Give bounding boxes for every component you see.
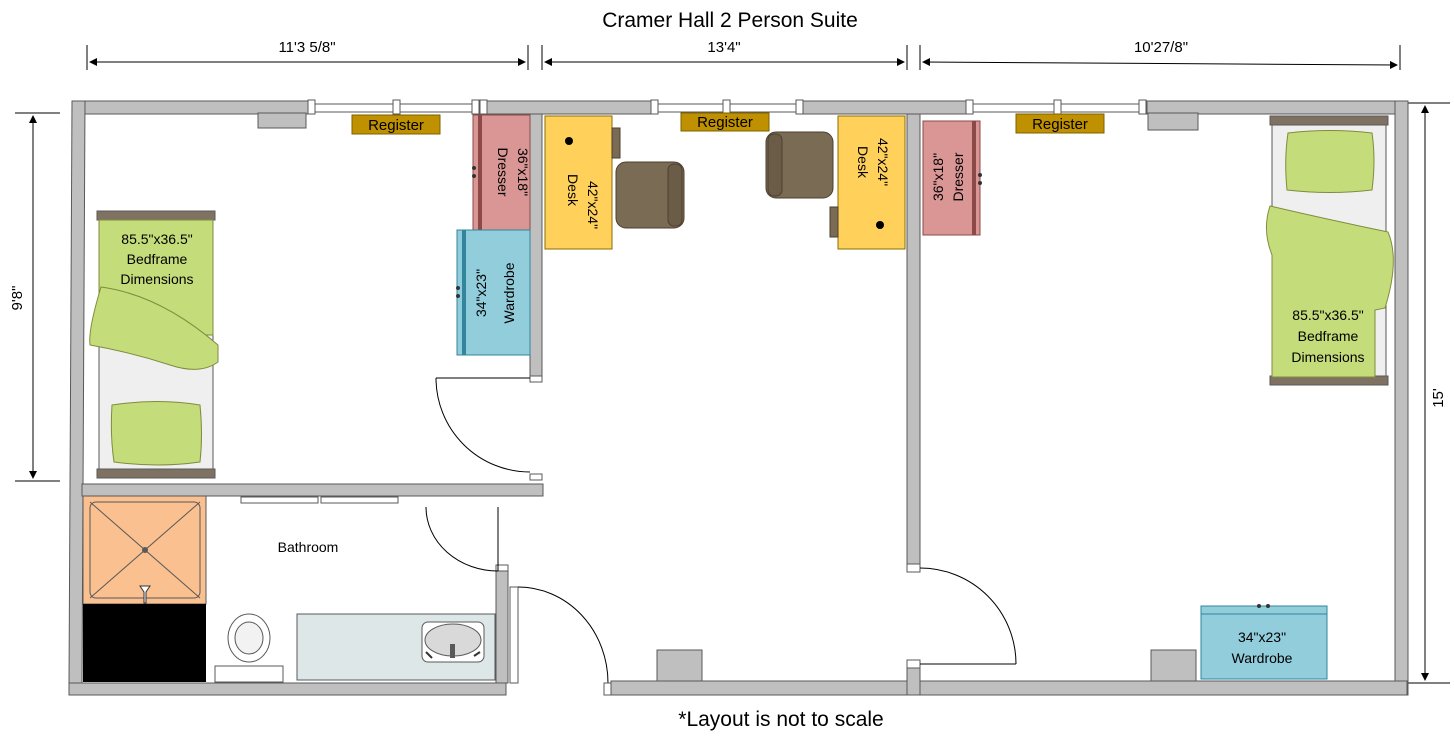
bathroom-label: Bathroom: [278, 539, 339, 555]
bed-left: 85.5"x36.5" Bedframe Dimensions: [89, 210, 219, 479]
wardrobe-left: 34"x23" Wardrobe: [456, 229, 531, 356]
dimension-top-left: [86, 45, 529, 70]
svg-text:Wardrobe: Wardrobe: [501, 262, 517, 323]
svg-text:36"x18": 36"x18": [515, 148, 531, 196]
desk-right: 42"x24" Desk: [829, 115, 906, 250]
svg-text:85.5"x36.5": 85.5"x36.5": [1292, 307, 1363, 323]
towel-bars: [240, 496, 399, 504]
dim-right-width: 10'27/8": [1134, 39, 1188, 56]
dimension-top-right: [919, 45, 1401, 70]
register-right: Register: [1015, 113, 1105, 134]
svg-text:Register: Register: [368, 117, 424, 134]
dimension-right-depth: [1408, 102, 1450, 684]
dresser-left: 36"x18" Dresser: [472, 114, 531, 231]
svg-text:Desk: Desk: [565, 174, 581, 207]
svg-text:Dimensions: Dimensions: [1291, 349, 1364, 365]
wardrobe-right: 34"x23" Wardrobe: [1200, 604, 1328, 680]
register-center: Register: [680, 112, 770, 132]
svg-text:Bedframe: Bedframe: [1298, 328, 1359, 344]
bed-right: 85.5"x36.5" Bedframe Dimensions: [1266, 115, 1394, 386]
dim-left-width: 11'3 5/8": [278, 39, 335, 56]
chair-right: [765, 131, 834, 199]
svg-text:36"x18": 36"x18": [930, 153, 946, 201]
svg-text:Register: Register: [1032, 116, 1088, 133]
closet-area: [83, 604, 206, 682]
windows: [307, 99, 1147, 115]
dim-left-depth: 9'8": [9, 286, 26, 311]
svg-text:Register: Register: [697, 114, 753, 131]
plan-title: Cramer Hall 2 Person Suite: [602, 9, 858, 32]
dresser-right: 36"x18" Dresser: [922, 120, 982, 236]
svg-text:85.5"x36.5": 85.5"x36.5": [121, 231, 192, 247]
svg-text:42"x24": 42"x24": [585, 181, 601, 229]
dimension-left-depth: [15, 112, 60, 482]
desk-left: 42"x24" Desk: [544, 115, 621, 250]
vanity: [296, 613, 496, 681]
dimension-top-center: [541, 45, 908, 70]
chair-left: [615, 161, 685, 229]
register-left: Register: [351, 114, 441, 135]
svg-text:Wardrobe: Wardrobe: [1232, 650, 1293, 666]
svg-text:34"x23": 34"x23": [473, 269, 489, 317]
svg-text:Dresser: Dresser: [950, 152, 966, 201]
svg-text:Dresser: Dresser: [495, 147, 511, 196]
svg-text:42"x24": 42"x24": [875, 138, 891, 186]
svg-text:Dimensions: Dimensions: [120, 271, 193, 287]
svg-text:Desk: Desk: [855, 146, 871, 179]
dim-center-width: 13'4": [707, 39, 740, 56]
doors: [425, 375, 1017, 696]
toilet: [214, 613, 284, 683]
footnote: *Layout is not to scale: [678, 708, 883, 731]
shower: [82, 495, 207, 605]
wall-blocks: [257, 112, 1199, 682]
dim-right-depth: 15': [1430, 388, 1447, 408]
svg-text:Bedframe: Bedframe: [127, 251, 188, 267]
svg-text:34"x23": 34"x23": [1238, 629, 1286, 645]
